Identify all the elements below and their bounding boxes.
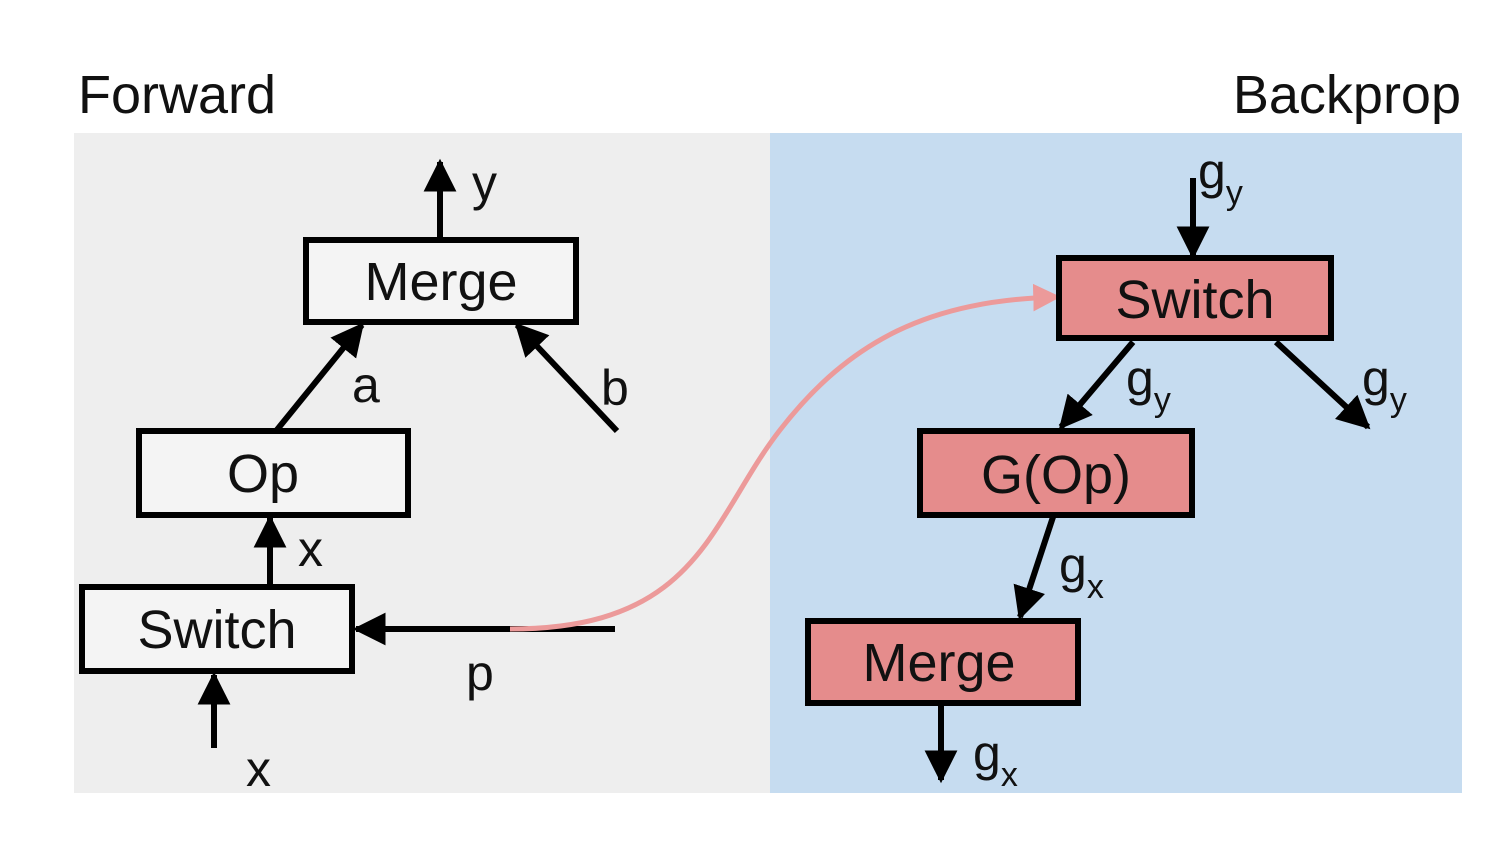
forward-op-label: Op <box>227 444 299 504</box>
backprop-gop-label: G(Op) <box>981 445 1131 505</box>
edge-gop-to-merge <box>1013 516 1056 621</box>
label-gx-mid: gx <box>1059 537 1104 606</box>
label-gy-top-g: g <box>1198 143 1226 199</box>
edge-switch-to-gy-out <box>1273 339 1371 430</box>
label-gy-left-g: g <box>1126 350 1154 406</box>
connector-p-to-backprop-switch <box>509 283 1061 632</box>
forward-title: Forward <box>78 65 276 125</box>
label-x-in: x <box>246 741 271 797</box>
label-gy-top: gy <box>1198 143 1243 212</box>
label-gx-mid-g: g <box>1059 537 1087 593</box>
label-gx-bottom: gx <box>973 725 1018 794</box>
label-gy-right: gy <box>1362 350 1407 419</box>
forward-switch-node <box>79 584 355 674</box>
label-y: y <box>472 155 497 211</box>
forward-op-node <box>136 428 411 518</box>
forward-merge-node <box>303 237 579 325</box>
forward-merge-label: Merge <box>364 252 517 312</box>
backprop-switch-node <box>1056 255 1334 341</box>
label-p: p <box>466 645 494 701</box>
backprop-gop-node <box>917 428 1195 518</box>
label-gy-top-sub: y <box>1226 174 1243 212</box>
backprop-title: Backprop <box>1233 65 1461 125</box>
backprop-merge-node <box>805 618 1081 706</box>
edge-switch-to-gop <box>1058 340 1136 430</box>
label-gy-left-sub: y <box>1154 381 1171 419</box>
label-gx-bottom-sub: x <box>1001 756 1018 794</box>
edge-b-to-merge <box>514 322 620 434</box>
label-gy-right-g: g <box>1362 350 1390 406</box>
backprop-merge-label: Merge <box>862 633 1015 693</box>
label-gy-left: gy <box>1126 350 1171 419</box>
label-gx-bottom-g: g <box>973 725 1001 781</box>
label-gy-right-sub: y <box>1390 381 1407 419</box>
label-b: b <box>601 360 629 416</box>
label-a: a <box>352 357 380 413</box>
backprop-switch-label: Switch <box>1115 270 1274 330</box>
label-gx-mid-sub: x <box>1087 568 1104 606</box>
forward-switch-label: Switch <box>137 600 296 660</box>
edge-op-to-merge <box>273 322 365 433</box>
label-x-mid: x <box>298 521 323 577</box>
